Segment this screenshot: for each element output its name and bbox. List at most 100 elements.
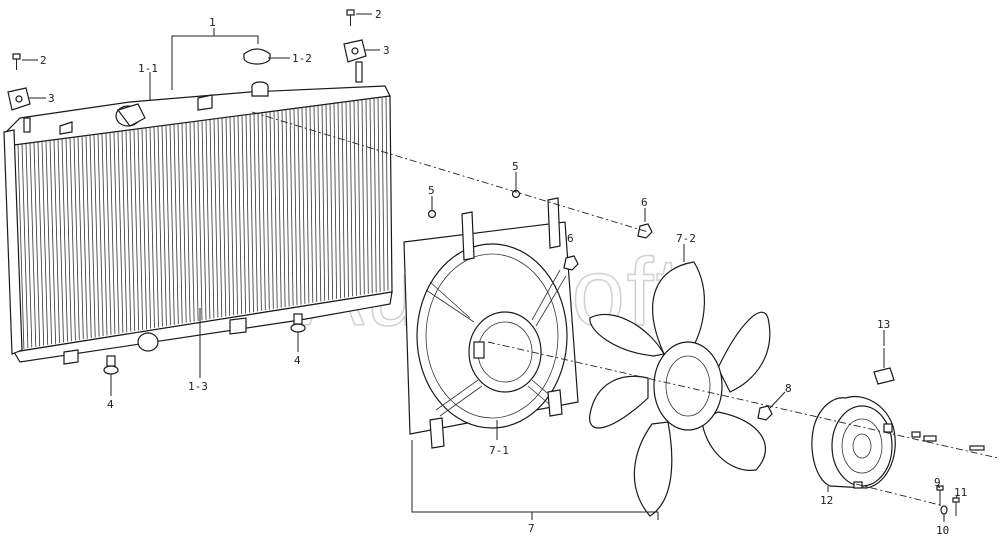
label-5-left: 5 bbox=[428, 184, 435, 197]
label-4-right: 4 bbox=[294, 354, 301, 367]
screw-9 bbox=[936, 485, 944, 506]
core-fin bbox=[169, 124, 175, 325]
label-2-left: 2 bbox=[40, 54, 47, 67]
label-13: 13 bbox=[877, 318, 890, 331]
core-fin bbox=[385, 96, 389, 291]
radiator-core bbox=[13, 96, 389, 350]
label-1: 1 bbox=[209, 16, 216, 29]
core-fin bbox=[97, 134, 104, 337]
core-fin bbox=[381, 97, 385, 292]
nut-8 bbox=[757, 405, 773, 421]
core-fin bbox=[345, 101, 349, 297]
core-fin bbox=[33, 142, 41, 347]
core-fin bbox=[125, 130, 132, 332]
core-fin bbox=[221, 118, 227, 317]
core-fin bbox=[17, 144, 25, 349]
label-7: 7 bbox=[528, 522, 535, 535]
core-fin bbox=[261, 112, 266, 311]
core-fin bbox=[241, 115, 246, 314]
core-fin bbox=[29, 143, 37, 347]
core-fin bbox=[313, 105, 318, 303]
label-9: 9 bbox=[934, 476, 941, 489]
core-fin bbox=[101, 133, 108, 336]
core-fin bbox=[105, 133, 112, 335]
leader-lines bbox=[22, 13, 959, 522]
label-10: 10 bbox=[936, 524, 949, 537]
core-fin bbox=[285, 109, 290, 307]
core-fin bbox=[137, 129, 144, 330]
washer-10 bbox=[940, 505, 948, 515]
core-fin bbox=[229, 117, 235, 316]
label-4-left: 4 bbox=[107, 398, 114, 411]
core-fin bbox=[149, 127, 155, 328]
mount-4-right bbox=[290, 313, 306, 333]
label-6-right: 6 bbox=[641, 196, 648, 209]
core-fin bbox=[73, 137, 80, 340]
core-fin bbox=[317, 105, 322, 302]
core-fin bbox=[289, 109, 294, 306]
bracket-3-right bbox=[343, 39, 367, 63]
bracket-3-left bbox=[7, 87, 31, 111]
core-fin bbox=[153, 127, 159, 328]
label-12: 12 bbox=[820, 494, 833, 507]
core-fin bbox=[89, 135, 96, 338]
label-7-1: 7-1 bbox=[489, 444, 509, 457]
core-fin bbox=[377, 97, 381, 292]
motor-screws bbox=[911, 431, 985, 451]
core-fin bbox=[373, 98, 377, 293]
core-fin bbox=[237, 115, 242, 315]
core-fin bbox=[197, 121, 203, 321]
bolt-5-left bbox=[427, 209, 437, 219]
label-11: 11 bbox=[954, 486, 967, 499]
core-fin bbox=[225, 117, 231, 316]
core-fin bbox=[349, 101, 353, 297]
core-fin bbox=[245, 114, 250, 313]
core-fin bbox=[369, 98, 373, 294]
core-fin bbox=[325, 104, 330, 301]
core-fin bbox=[233, 116, 238, 315]
core-fin bbox=[189, 122, 195, 322]
core-fin bbox=[305, 107, 310, 304]
core-fin bbox=[69, 138, 76, 341]
core-fin bbox=[93, 134, 100, 337]
label-8: 8 bbox=[785, 382, 792, 395]
core-fin bbox=[129, 130, 136, 332]
core-fin bbox=[273, 111, 278, 309]
core-fin bbox=[265, 112, 270, 310]
core-fin bbox=[173, 124, 179, 325]
assembly-axes bbox=[251, 111, 999, 507]
core-fin bbox=[301, 107, 306, 304]
core-fin bbox=[49, 140, 56, 344]
bolt-5-right bbox=[511, 189, 521, 199]
core-fin bbox=[121, 131, 128, 333]
core-fin bbox=[365, 99, 369, 294]
core-fin bbox=[213, 119, 219, 318]
core-fin bbox=[113, 132, 120, 334]
core-fin bbox=[249, 114, 254, 313]
radiator-cap bbox=[243, 48, 271, 97]
fan-motor bbox=[811, 396, 896, 489]
bolt-2-right bbox=[346, 9, 355, 26]
core-fin bbox=[329, 103, 333, 300]
core-fin bbox=[37, 142, 45, 346]
core-fin bbox=[337, 102, 341, 299]
core-fin bbox=[257, 113, 262, 311]
label-2-right: 2 bbox=[375, 8, 382, 21]
core-fin bbox=[253, 113, 258, 312]
core-fin bbox=[25, 143, 33, 348]
bolt-2-left bbox=[12, 53, 21, 70]
core-fin bbox=[209, 119, 215, 319]
core-fin bbox=[145, 128, 151, 329]
connector-13 bbox=[873, 348, 895, 385]
core-fin bbox=[57, 139, 64, 343]
core-fin bbox=[193, 121, 199, 321]
core-fin bbox=[269, 111, 274, 309]
label-1-3: 1-3 bbox=[188, 380, 208, 393]
core-fin bbox=[353, 100, 357, 296]
core-fin bbox=[117, 131, 124, 333]
radiator bbox=[3, 61, 393, 365]
core-fin bbox=[157, 126, 163, 327]
nut-6-left bbox=[563, 255, 579, 271]
label-1-1: 1-1 bbox=[138, 62, 158, 75]
core-fin bbox=[109, 132, 116, 335]
